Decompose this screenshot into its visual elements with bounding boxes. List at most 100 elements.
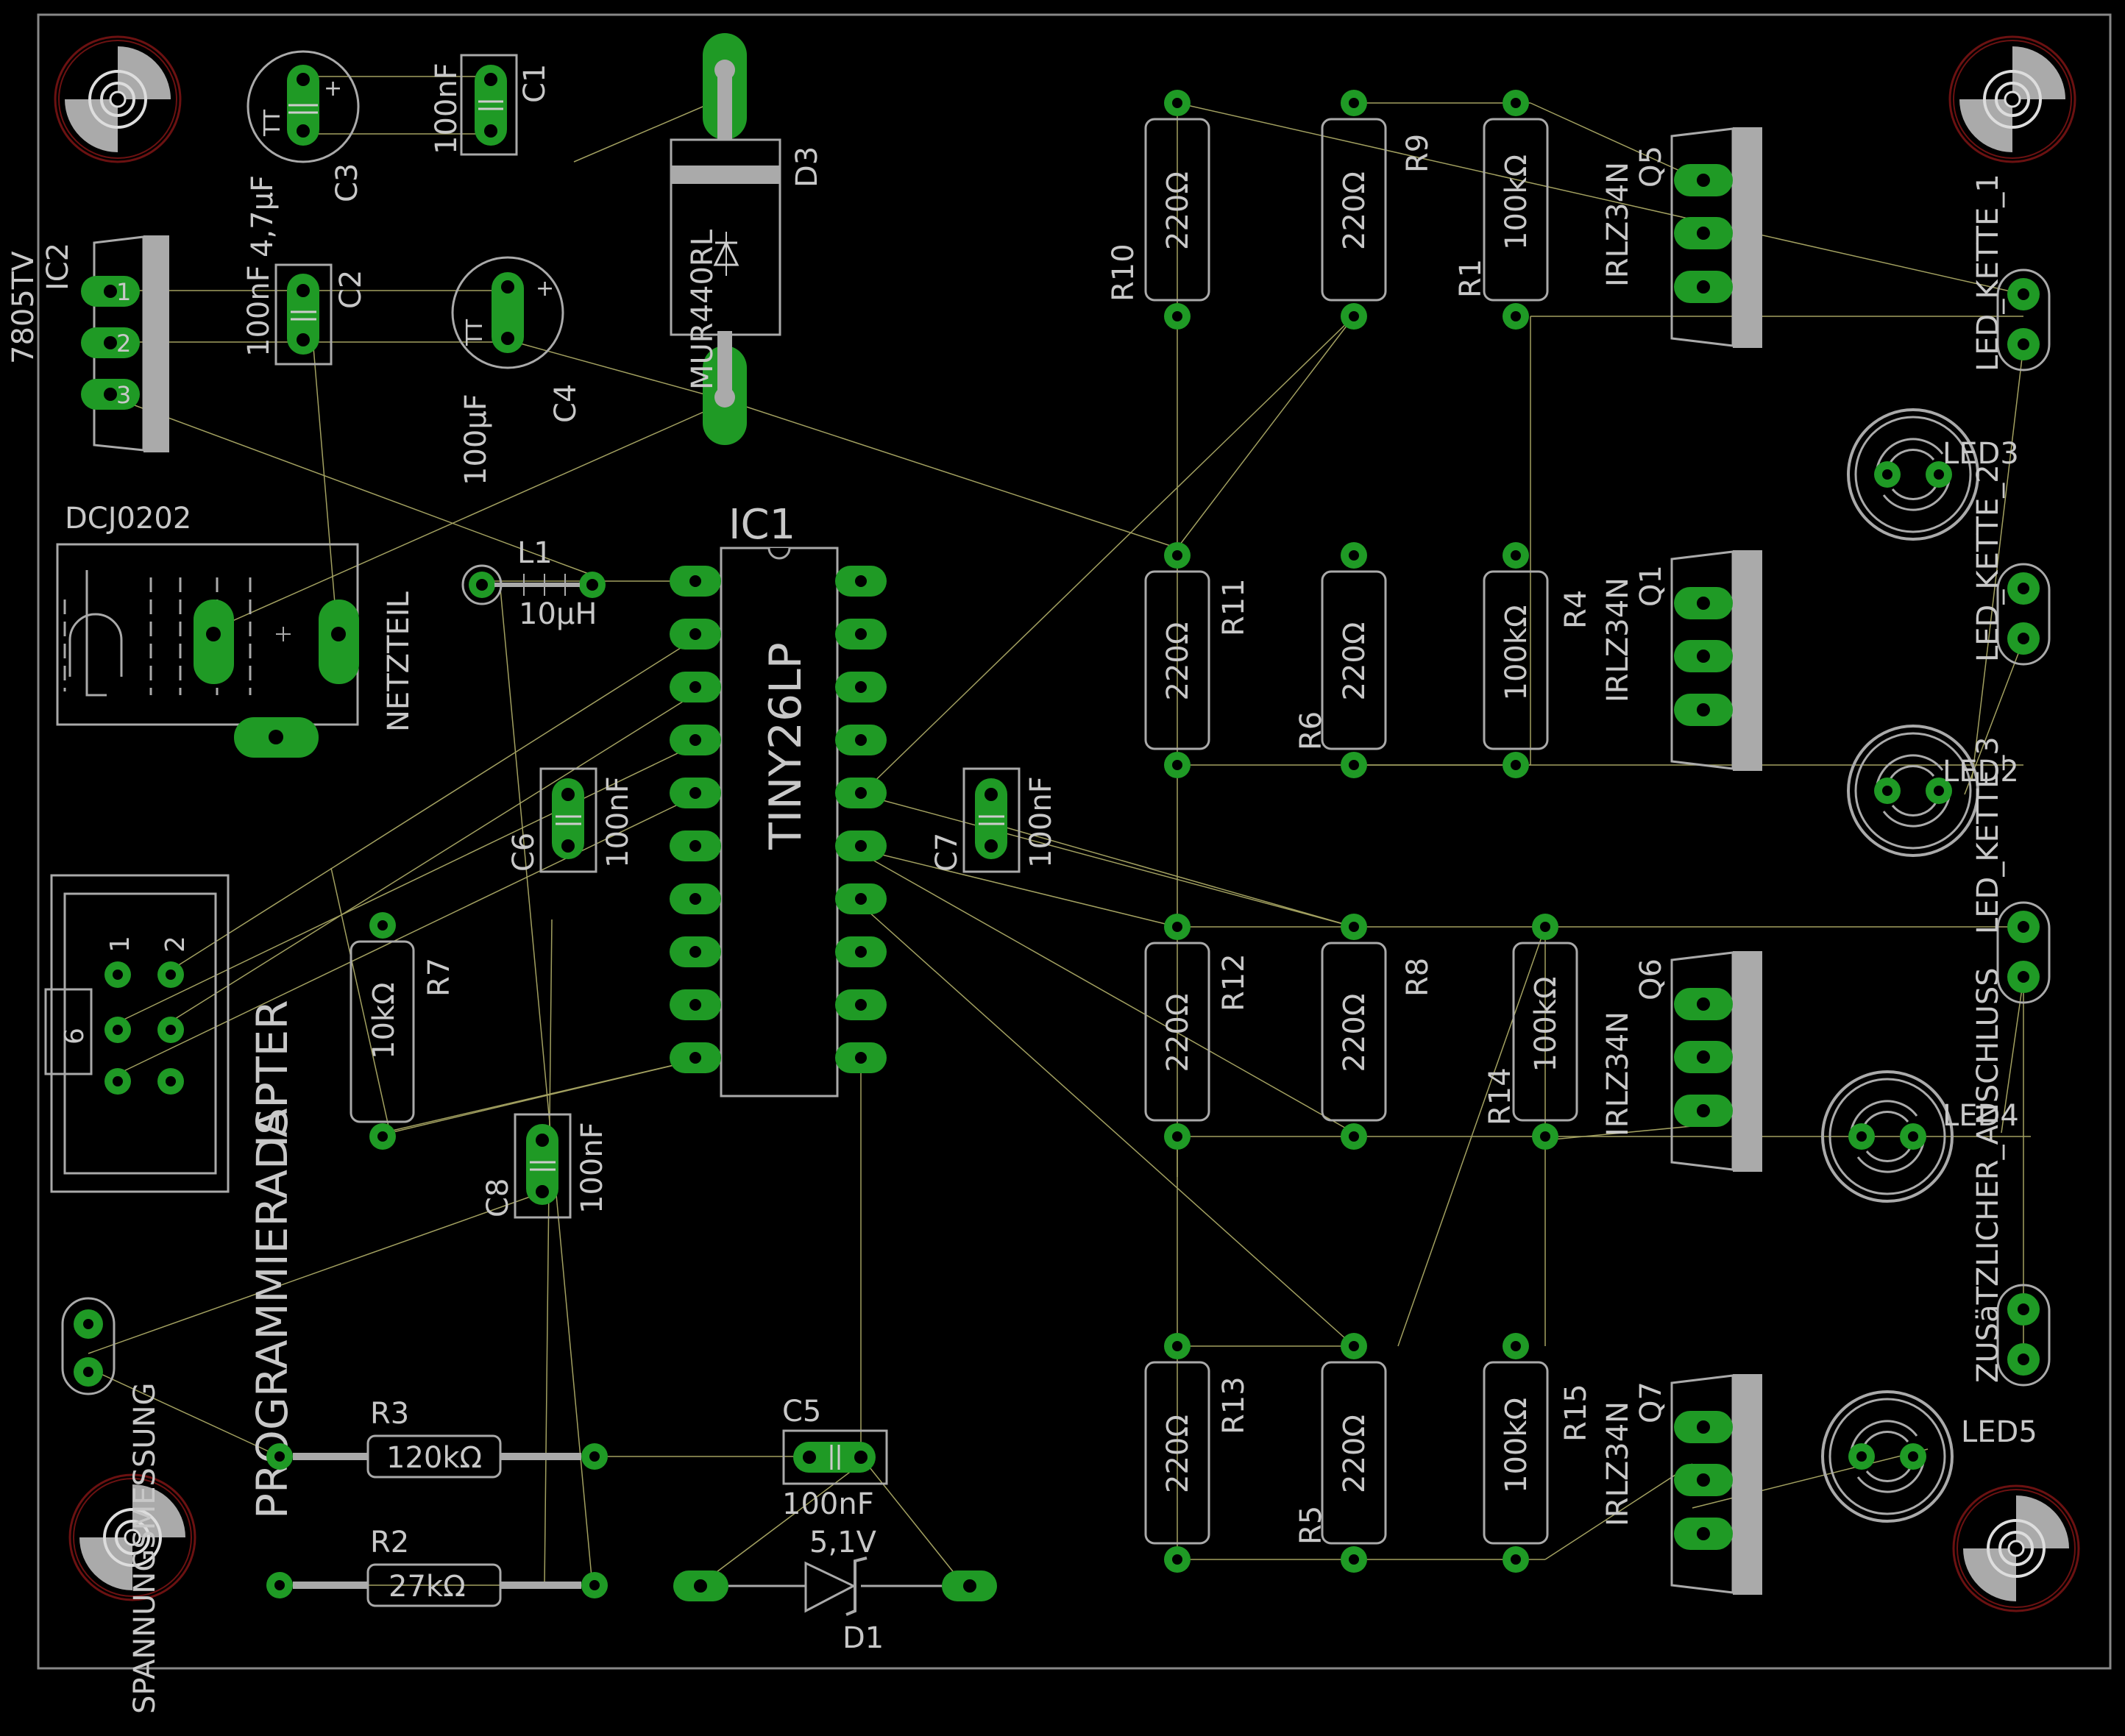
- r13-resistor: 220Ω: [1144, 1333, 1210, 1573]
- c6-value: 100nF: [601, 776, 635, 868]
- r7-name: R7: [422, 958, 456, 997]
- q6-name: Q6: [1634, 958, 1668, 1000]
- airwires: [88, 76, 2031, 1586]
- r14-resistor: 100kΩ: [1512, 914, 1578, 1150]
- q6-value: IRLZ34N: [1601, 1011, 1635, 1136]
- l1-inductor: L1 10µH: [461, 536, 606, 631]
- c1-value: 100nF: [430, 63, 464, 154]
- r10-resistor: 220Ω: [1144, 90, 1210, 330]
- led4-name: LED4: [1943, 1099, 2019, 1133]
- isp-pin2-label: 2: [160, 936, 191, 953]
- c8-name: C8: [481, 1178, 515, 1217]
- r6-resistor: 220Ω: [1321, 542, 1387, 778]
- c5-value: 100nF: [782, 1487, 874, 1521]
- r4-name: R4: [1559, 590, 1593, 629]
- q7-value: IRLZ34N: [1601, 1401, 1635, 1526]
- c7-name: C7: [930, 833, 964, 872]
- mounting-holes: [54, 35, 2080, 1612]
- r12-resistor-value: 220Ω: [1161, 994, 1195, 1072]
- c3-value: 4,7µF: [246, 175, 280, 257]
- isp-pin1-label: 1: [105, 936, 135, 953]
- r4-resistor: 100kΩ: [1483, 542, 1549, 778]
- l1-value: 10µH: [519, 597, 597, 631]
- c3-capacitor: + TT C3 4,7µF: [246, 50, 364, 257]
- c4-value: 100µF: [459, 394, 493, 485]
- q5-value: IRLZ34N: [1601, 162, 1635, 287]
- r3-value: 120kΩ: [386, 1441, 482, 1475]
- led4: [1821, 1070, 1954, 1203]
- r8-resistor-value: 220Ω: [1338, 994, 1372, 1072]
- ic2-name: IC2: [41, 243, 75, 291]
- r12-name: R12: [1217, 953, 1251, 1011]
- r4-resistor-value: 100kΩ: [1500, 605, 1533, 700]
- r5-resistor-value: 220Ω: [1338, 1415, 1372, 1493]
- r2-value: 27kΩ: [389, 1570, 466, 1604]
- r3-name: R3: [370, 1397, 409, 1431]
- spannungsmessung-header: SPANNUNGSMESSUNG: [61, 1297, 162, 1714]
- c5-capacitor: C5 100nF: [782, 1395, 888, 1521]
- mounting-hole-bottom-right: [1952, 1484, 2080, 1612]
- q5-name: Q5: [1634, 146, 1668, 188]
- r9-resistor: 220Ω: [1321, 90, 1387, 330]
- r7-value: 10kΩ: [367, 982, 401, 1059]
- zusatz-name: ZUSäTZLICHER_ANSCHLUSS: [1971, 967, 2005, 1383]
- kette1-name: LED_KETTE_1: [1971, 174, 2005, 371]
- spannungsmessung-name: SPANNUNGSMESSUNG: [128, 1382, 162, 1714]
- c7-value: 100nF: [1024, 776, 1058, 868]
- c3-name: C3: [330, 163, 364, 202]
- c5-name: C5: [782, 1395, 821, 1429]
- r9-resistor-value: 220Ω: [1338, 171, 1372, 250]
- isp-pin6-label: 6: [60, 1028, 90, 1045]
- c4-tt: TT: [462, 319, 488, 346]
- l1-name: L1: [517, 536, 553, 570]
- r5-name: R5: [1294, 1506, 1328, 1545]
- r3-resistor: 120kΩ R3: [266, 1397, 608, 1479]
- r10-name: R10: [1107, 243, 1140, 302]
- d3-name: D3: [790, 146, 824, 188]
- q7-name: Q7: [1634, 1381, 1668, 1423]
- r14-resistor-value: 100kΩ: [1529, 976, 1563, 1072]
- q6-transistor: [1670, 951, 1762, 1172]
- r11-resistor: 220Ω: [1144, 542, 1210, 778]
- c7-capacitor: 100nF C7: [930, 767, 1058, 873]
- ic1-value: TINY26LP: [760, 642, 812, 850]
- c6-capacitor: 100nF C6: [507, 767, 635, 873]
- q7-transistor: [1670, 1374, 1762, 1595]
- c2-capacitor: 100nF C2: [242, 263, 368, 366]
- r15-name: R15: [1559, 1384, 1593, 1442]
- mounting-hole-top-left: [54, 35, 182, 163]
- isp-overlap: ISP: [247, 1082, 297, 1148]
- d1-value: 5,1V: [809, 1526, 877, 1559]
- led2-name: LED2: [1943, 755, 2019, 789]
- ic1-name: IC1: [728, 501, 795, 549]
- c6-name: C6: [507, 833, 541, 872]
- c2-name: C2: [334, 270, 368, 309]
- r13-name: R13: [1217, 1376, 1251, 1434]
- r8-name: R8: [1401, 958, 1435, 997]
- ic1-tiny26: IC1 TINY26LP: [670, 501, 887, 1098]
- ic2-pin1-label: 1: [116, 278, 131, 306]
- r13-resistor-value: 220Ω: [1161, 1415, 1195, 1493]
- ic2-regulator: 1 2 3 IC2 7805TV: [7, 235, 169, 452]
- isp-header: 1 2 6 PROGRAMMIERADAPTER ISP: [44, 874, 297, 1519]
- q1-transistor: [1670, 550, 1762, 771]
- q1-value: IRLZ34N: [1601, 577, 1635, 702]
- mounting-hole-top-right: [1948, 35, 2076, 163]
- r14-name: R14: [1483, 1067, 1517, 1125]
- c4-name: C4: [549, 384, 583, 423]
- q5-transistor: [1670, 127, 1762, 348]
- ic2-value: 7805TV: [7, 251, 40, 364]
- c4-capacitor: + TT C4 100µF: [451, 256, 583, 485]
- r9-name: R9: [1401, 134, 1435, 173]
- netzteil-value: DCJ0202: [65, 502, 191, 536]
- d3-value: MUR440RL: [686, 229, 720, 390]
- c3-tt: TT: [260, 109, 285, 137]
- led2: [1847, 725, 1979, 857]
- d3-diode: MUR440RL D3: [670, 33, 824, 445]
- r7-resistor: 10kΩ R7: [350, 912, 456, 1150]
- ic2-pin3-label: 3: [116, 381, 131, 409]
- isp-name: PROGRAMMIERADAPTER: [247, 1000, 297, 1519]
- c1-capacitor: 100nF C1: [430, 54, 552, 156]
- led-kette-1-header: [1996, 268, 2051, 371]
